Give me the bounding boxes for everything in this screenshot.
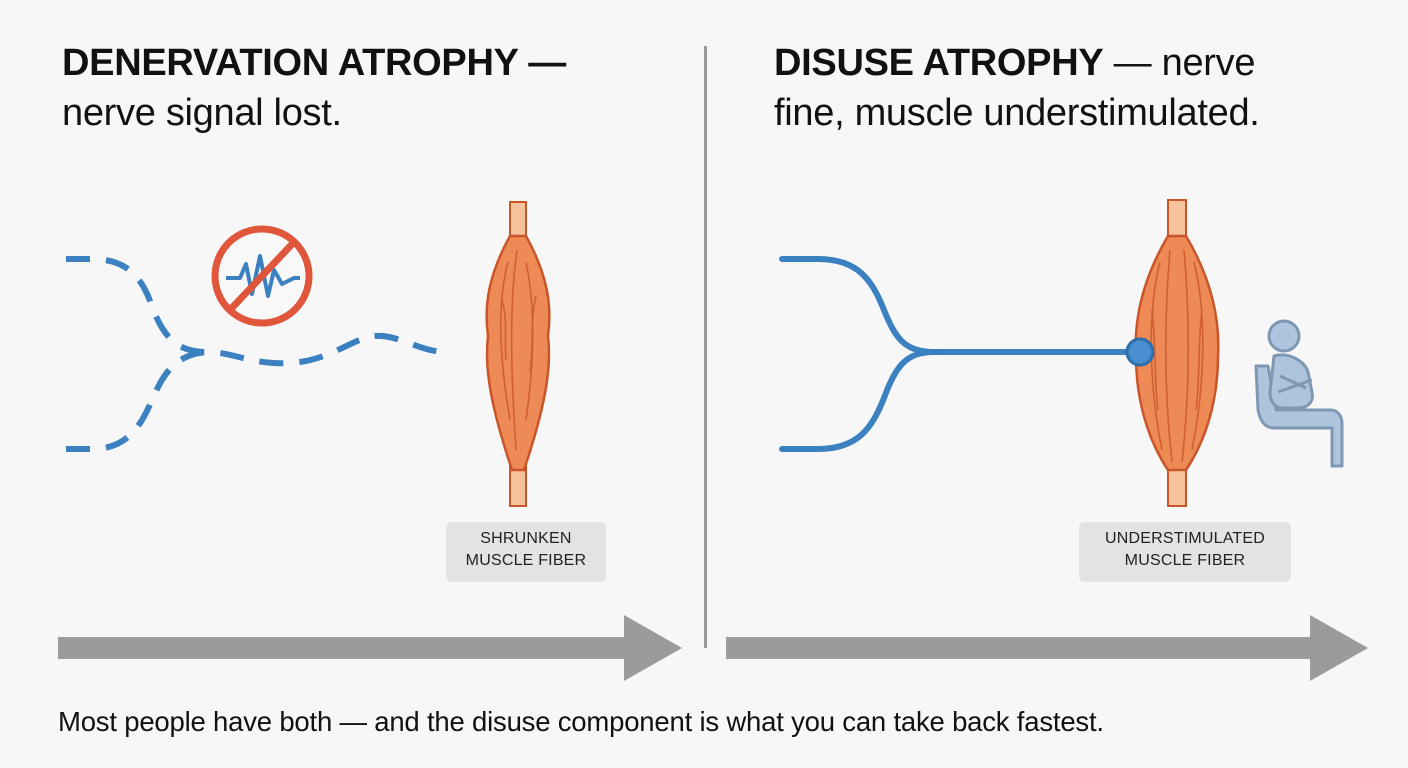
denervation-illustration xyxy=(58,201,682,681)
denervation-title: DENERVATION ATROPHY — nerve signal lost. xyxy=(62,38,682,138)
progression-arrow-right xyxy=(726,615,1368,681)
disuse-title: DISUSE ATROPHY — nerve fine, muscle unde… xyxy=(774,38,1394,138)
understimulated-muscle-label: UNDERSTIMULATED MUSCLE FIBER xyxy=(1079,522,1291,582)
broken-nerve xyxy=(66,256,447,452)
understimulated-muscle-fiber xyxy=(1134,199,1220,507)
shrunken-label-line1: SHRUNKEN xyxy=(480,530,572,547)
panel-divider xyxy=(704,46,707,648)
intact-nerve xyxy=(779,256,1141,452)
shrunken-muscle-label: SHRUNKEN MUSCLE FIBER xyxy=(446,522,606,582)
disuse-title-bold: DISUSE ATROPHY xyxy=(774,42,1104,84)
bottom-caption: Most people have both — and the disuse c… xyxy=(58,706,1104,737)
disuse-panel: DISUSE ATROPHY — nerve fine, muscle unde… xyxy=(708,0,1408,700)
shrunken-muscle-fiber xyxy=(485,201,551,507)
disuse-title-line2: fine, muscle understimulated. xyxy=(774,92,1260,134)
denervation-panel: DENERVATION ATROPHY — nerve signal lost. xyxy=(0,0,704,700)
disuse-title-rest: — nerve xyxy=(1103,42,1256,84)
no-signal-icon xyxy=(211,225,313,327)
nerve-junction xyxy=(1125,337,1155,367)
understimulated-label-line1: UNDERSTIMULATED xyxy=(1104,530,1266,547)
denervation-title-bold: DENERVATION ATROPHY — xyxy=(62,42,566,84)
seated-person-icon xyxy=(1254,319,1344,468)
progression-arrow-left xyxy=(58,615,682,681)
shrunken-label-line2: MUSCLE FIBER xyxy=(465,552,587,569)
denervation-title-line2: nerve signal lost. xyxy=(62,92,342,134)
disuse-illustration xyxy=(726,199,1368,681)
understimulated-label-line2: MUSCLE FIBER xyxy=(1124,552,1246,569)
